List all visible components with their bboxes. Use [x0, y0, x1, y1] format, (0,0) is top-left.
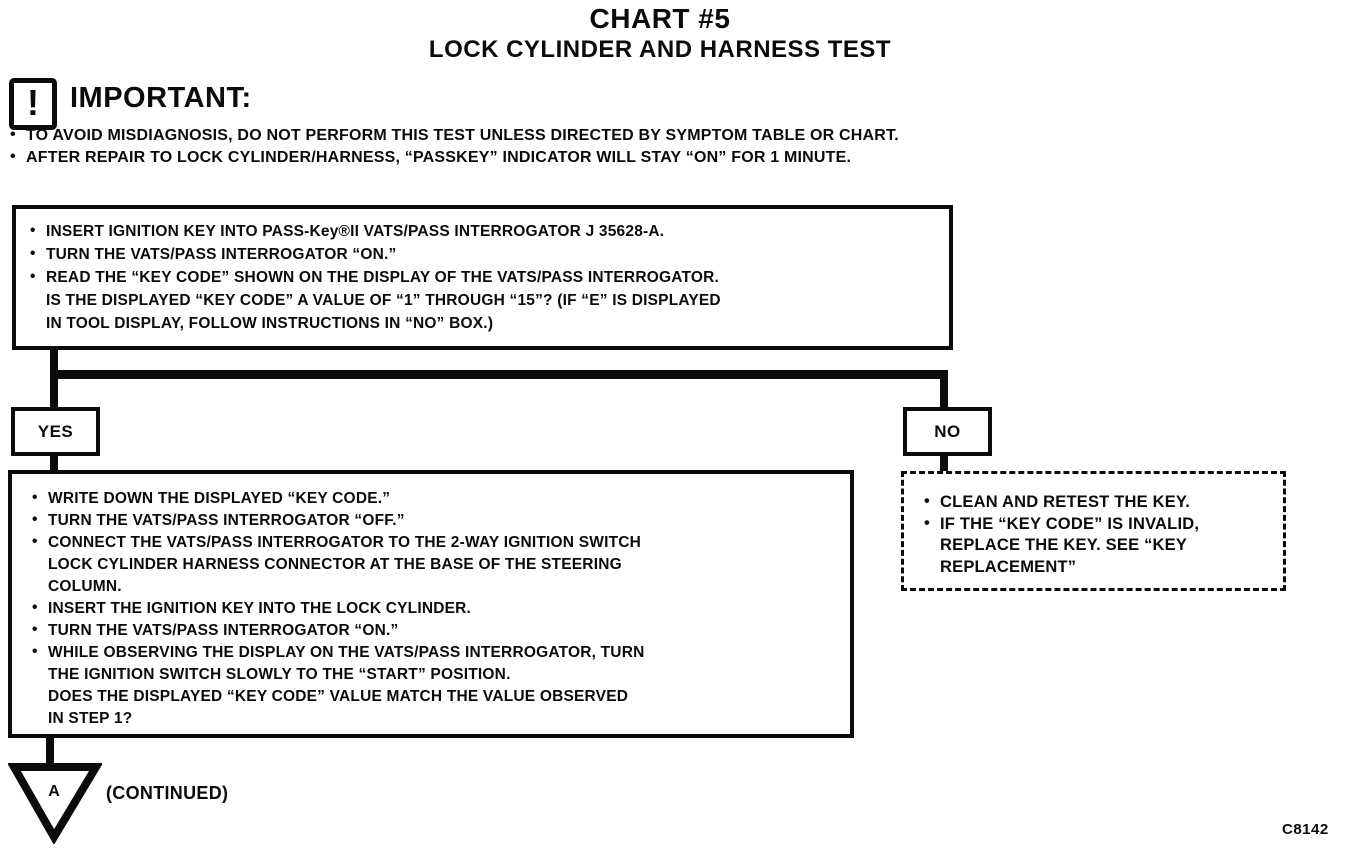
continued-label: (CONTINUED) [106, 783, 229, 803]
yes-step-line: WRITE DOWN THE DISPLAYED “KEY CODE.” [32, 487, 840, 510]
important-note: AFTER REPAIR TO LOCK CYLINDER/HARNESS, “… [10, 146, 899, 169]
yes-result-box: WRITE DOWN THE DISPLAYED “KEY CODE.” TUR… [8, 470, 854, 738]
chart-title: CHART #5 [589, 3, 731, 34]
connector-line-horizontal [50, 370, 948, 379]
figure-code: C8142 [1282, 821, 1329, 838]
yes-step-line: CONNECT THE VATS/PASS INTERROGATOR TO TH… [32, 531, 840, 554]
step1-line: INSERT IGNITION KEY INTO PASS-Key®II VAT… [30, 219, 939, 243]
step1-box-content: INSERT IGNITION KEY INTO PASS-Key®II VAT… [16, 209, 949, 335]
yes-step-line: TURN THE VATS/PASS INTERROGATOR “ON.” [32, 619, 840, 642]
yes-branch-box: YES [11, 407, 100, 456]
yes-step-line: THE IGNITION SWITCH SLOWLY TO THE “START… [48, 666, 511, 683]
continuation-marker: A [48, 783, 60, 800]
important-warning-icon: ! [9, 78, 57, 130]
step1-box: INSERT IGNITION KEY INTO PASS-Key®II VAT… [12, 205, 953, 350]
chart-subtitle: LOCK CYLINDER AND HARNESS TEST [428, 36, 892, 63]
yes-label: YES [37, 421, 74, 441]
important-notes: TO AVOID MISDIAGNOSIS, DO NOT PERFORM TH… [10, 124, 899, 169]
yes-step-line: IN STEP 1? [48, 710, 133, 727]
step1-line: READ THE “KEY CODE” SHOWN ON THE DISPLAY… [30, 265, 939, 289]
yes-step-line: COLUMN. [48, 578, 122, 595]
connector-box-to-continuation [46, 738, 54, 776]
no-step-line: CLEAN AND RETEST THE KEY. [924, 491, 1275, 514]
yes-result-content: WRITE DOWN THE DISPLAYED “KEY CODE.” TUR… [12, 474, 850, 730]
step1-line: IN TOOL DISPLAY, FOLLOW INSTRUCTIONS IN … [46, 315, 494, 332]
connector-no-to-box [940, 454, 948, 472]
no-step-line: REPLACE THE KEY. SEE “KEY [940, 536, 1188, 554]
step1-line: TURN THE VATS/PASS INTERROGATOR “ON.” [30, 242, 939, 266]
step1-line: IS THE DISPLAYED “KEY CODE” A VALUE OF “… [46, 292, 721, 309]
no-step-line: REPLACEMENT” [940, 557, 1077, 576]
no-result-content: CLEAN AND RETEST THE KEY. IF THE “KEY CO… [904, 474, 1283, 578]
continuation-triangle [8, 763, 102, 844]
yes-step-line: LOCK CYLINDER HARNESS CONNECTOR AT THE B… [48, 556, 622, 573]
connector-yes-to-box [50, 454, 58, 472]
yes-step-line: WHILE OBSERVING THE DISPLAY ON THE VATS/… [32, 641, 840, 664]
no-label: NO [934, 421, 961, 441]
yes-step-line: INSERT THE IGNITION KEY INTO THE LOCK CY… [32, 597, 840, 620]
no-branch-box: NO [903, 407, 992, 456]
no-step-line: IF THE “KEY CODE” IS INVALID, [924, 513, 1275, 536]
yes-step-line: TURN THE VATS/PASS INTERROGATOR “OFF.” [32, 509, 840, 532]
exclamation-icon: ! [27, 82, 39, 123]
connector-line-down-right [940, 370, 948, 408]
no-result-box: CLEAN AND RETEST THE KEY. IF THE “KEY CO… [901, 471, 1286, 591]
important-note: TO AVOID MISDIAGNOSIS, DO NOT PERFORM TH… [10, 124, 899, 147]
yes-step-line: DOES THE DISPLAYED “KEY CODE” VALUE MATC… [48, 688, 629, 705]
important-heading: IMPORTANT: [70, 82, 252, 114]
